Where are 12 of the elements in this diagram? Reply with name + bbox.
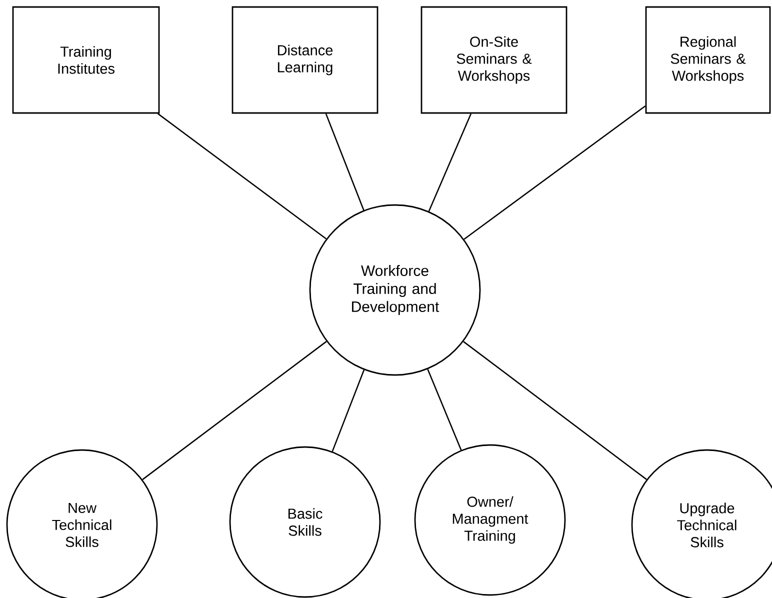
connector-line bbox=[428, 113, 472, 212]
delivery-box: On-Site Seminars & Workshops bbox=[420, 6, 568, 114]
connector-line bbox=[158, 113, 327, 240]
delivery-box: Regional Seminars & Workshops bbox=[645, 6, 771, 114]
connector-line bbox=[427, 368, 462, 450]
connector-line bbox=[142, 340, 327, 480]
connector-line bbox=[464, 105, 646, 240]
connector-line bbox=[332, 370, 365, 452]
connector-line bbox=[463, 341, 647, 480]
delivery-box: Distance Learning bbox=[232, 6, 378, 114]
delivery-box: Training Institutes bbox=[12, 6, 160, 114]
connector-line bbox=[325, 113, 364, 210]
